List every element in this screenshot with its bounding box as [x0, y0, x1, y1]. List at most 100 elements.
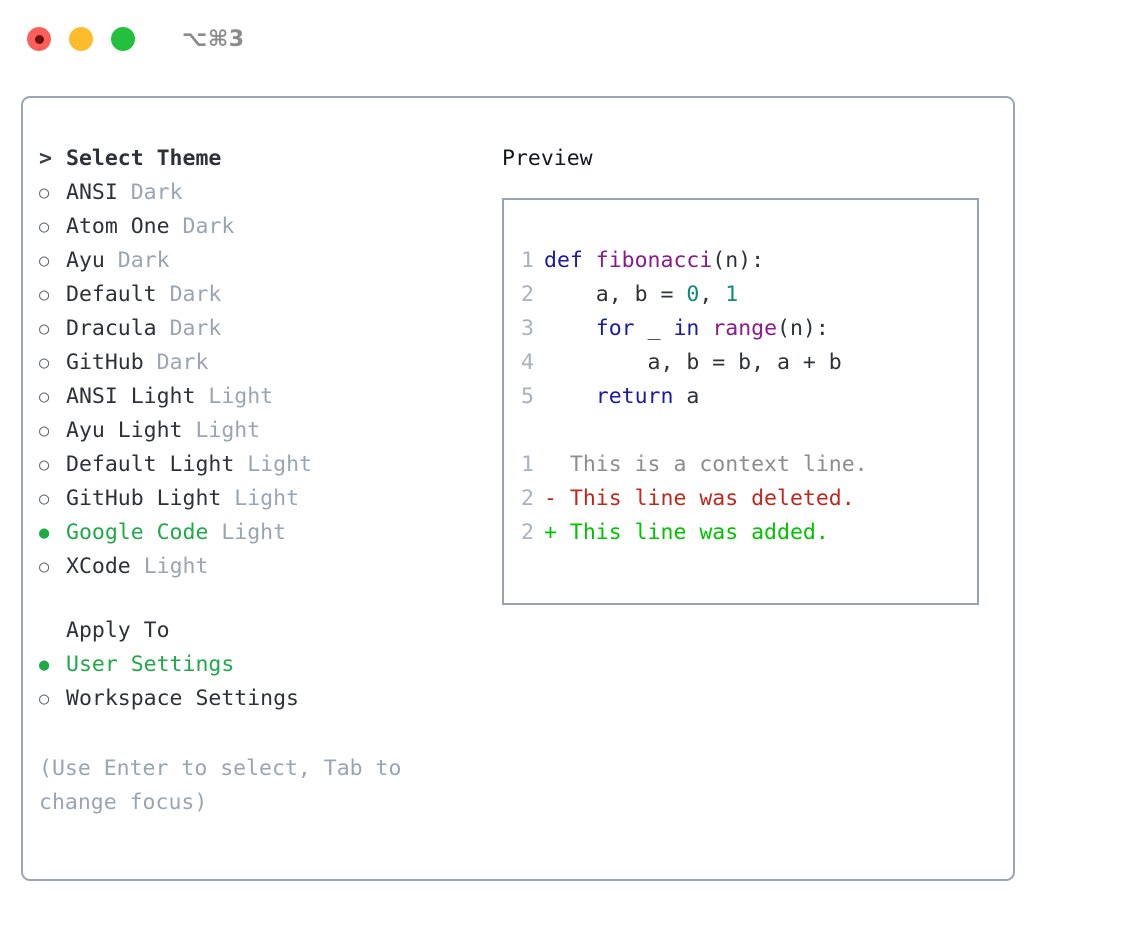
apply-to-option-user-settings[interactable]: ● User Settings: [39, 648, 489, 682]
select-theme-heading-label: Select Theme: [66, 146, 222, 171]
theme-option-xcode-light[interactable]: ○ XCode Light: [39, 550, 489, 584]
theme-variant-tag: Light: [221, 520, 287, 545]
theme-variant-tag: Dark: [130, 180, 183, 205]
theme-option-label: Google Code: [66, 520, 209, 545]
code-line: 3 for _ in range(n):: [504, 312, 977, 346]
token-plain: a: [673, 384, 700, 409]
radio-off-icon: ○: [39, 217, 50, 237]
theme-option-label: Default Light: [66, 452, 235, 477]
token-plain: [544, 384, 596, 409]
line-number: 4: [521, 350, 534, 375]
theme-option-ansi-light[interactable]: ○ ANSI Light Light: [39, 380, 489, 414]
radio-off-icon: ○: [39, 183, 50, 203]
line-number: 5: [521, 384, 534, 409]
recording-indicator-icon: [34, 34, 44, 44]
theme-option-label: Atom One: [66, 214, 170, 239]
line-number: 2: [521, 520, 534, 545]
token-plain: (n):: [712, 248, 765, 273]
token-plain: a, b = b, a + b: [544, 350, 842, 375]
code-line-text: for _ in range(n):: [544, 312, 829, 346]
theme-option-dracula-dark[interactable]: ○ Dracula Dark: [39, 312, 489, 346]
token-function: fibonacci: [595, 248, 713, 273]
theme-option-google-code-light[interactable]: ● Google Code Light: [39, 516, 489, 550]
apply-to-option-workspace-settings[interactable]: ○ Workspace Settings: [39, 682, 489, 716]
theme-option-label: GitHub Light: [66, 486, 222, 511]
theme-option-label: XCode: [66, 554, 131, 579]
title-bar: ⌥⌘3: [0, 0, 1140, 78]
preview-heading: Preview: [502, 146, 593, 171]
theme-option-label: GitHub: [66, 350, 144, 375]
token-number: 0: [686, 282, 700, 307]
line-number: 2: [521, 486, 534, 511]
code-line: 5 return a: [504, 380, 977, 414]
line-number: 1: [521, 248, 534, 273]
radio-off-icon: ○: [39, 689, 50, 709]
radio-off-icon: ○: [39, 387, 50, 407]
code-blank-line: [504, 414, 977, 448]
theme-option-label: ANSI Light: [66, 384, 196, 409]
radio-off-icon: ○: [39, 455, 50, 475]
code-line-text: a, b = b, a + b: [544, 346, 842, 380]
code-line-text: a, b = 0, 1: [544, 278, 738, 312]
theme-option-github-light[interactable]: ○ GitHub Light Light: [39, 482, 489, 516]
token-keyword: def: [544, 248, 596, 273]
radio-on-icon: ●: [39, 523, 50, 543]
token-keyword: in: [673, 316, 700, 341]
token-keyword: return: [595, 384, 674, 409]
diff-prefix: -: [544, 486, 570, 511]
token-plain: [699, 316, 712, 341]
theme-variant-tag: Dark: [182, 214, 235, 239]
token-plain: [544, 316, 596, 341]
code-line-text: return a: [544, 380, 700, 414]
code-line: 4 a, b = b, a + b: [504, 346, 977, 380]
theme-option-github-dark[interactable]: ○ GitHub Dark: [39, 346, 489, 380]
theme-variant-tag: Dark: [169, 316, 222, 341]
theme-option-default-light[interactable]: ○ Default Light Light: [39, 448, 489, 482]
theme-option-ayu-dark[interactable]: ○ Ayu Dark: [39, 244, 489, 278]
code-line: 1 def fibonacci(n):: [504, 244, 977, 278]
line-number: 1: [521, 452, 534, 477]
theme-option-label: Dracula: [66, 316, 157, 341]
radio-off-icon: ○: [39, 421, 50, 441]
theme-option-ansi-dark[interactable]: ○ ANSI Dark: [39, 176, 489, 210]
keyboard-hint-text: (Use Enter to select, Tab to change focu…: [39, 756, 402, 815]
theme-option-label: Ayu: [66, 248, 105, 273]
token-function: range: [712, 316, 778, 341]
prompt-caret-icon: >: [39, 146, 52, 171]
theme-option-ayu-light[interactable]: ○ Ayu Light Light: [39, 414, 489, 448]
line-number: 3: [521, 316, 534, 341]
radio-off-icon: ○: [39, 557, 50, 577]
theme-selection-dialog: > Select Theme ○ ANSI Dark ○ Atom One Da…: [21, 96, 1015, 881]
diff-text: This is a context line.: [569, 452, 868, 477]
theme-variant-tag: Dark: [169, 282, 222, 307]
diff-line-added: 2 + This line was added.: [504, 516, 977, 550]
diff-line-context: 1 This is a context line.: [504, 448, 977, 482]
radio-on-icon: ●: [39, 655, 50, 675]
theme-option-label: ANSI: [66, 180, 118, 205]
theme-variant-tag: Light: [208, 384, 274, 409]
theme-option-default-dark[interactable]: ○ Default Dark: [39, 278, 489, 312]
theme-variant-tag: Dark: [117, 248, 170, 273]
diff-line-deleted: 2 - This line was deleted.: [504, 482, 977, 516]
radio-off-icon: ○: [39, 353, 50, 373]
theme-option-label: Default: [66, 282, 157, 307]
theme-variant-tag: Light: [247, 452, 312, 477]
minimize-window-button[interactable]: [69, 27, 93, 51]
apply-to-option-label: Workspace Settings: [66, 686, 299, 711]
radio-off-icon: ○: [39, 319, 50, 339]
traffic-light-buttons: [27, 27, 135, 51]
token-keyword: for: [595, 316, 635, 341]
section-spacer: [39, 716, 489, 746]
section-spacer: [39, 584, 489, 614]
select-theme-heading: > Select Theme: [39, 142, 489, 176]
radio-off-icon: ○: [39, 489, 50, 509]
token-plain: a, b =: [544, 282, 687, 307]
diff-text: This line was added.: [569, 520, 829, 545]
radio-off-icon: ○: [39, 251, 50, 271]
theme-variant-tag: Dark: [156, 350, 209, 375]
theme-option-atom-one-dark[interactable]: ○ Atom One Dark: [39, 210, 489, 244]
maximize-window-button[interactable]: [111, 27, 135, 51]
diff-prefix: +: [544, 520, 570, 545]
close-window-button[interactable]: [27, 27, 51, 51]
